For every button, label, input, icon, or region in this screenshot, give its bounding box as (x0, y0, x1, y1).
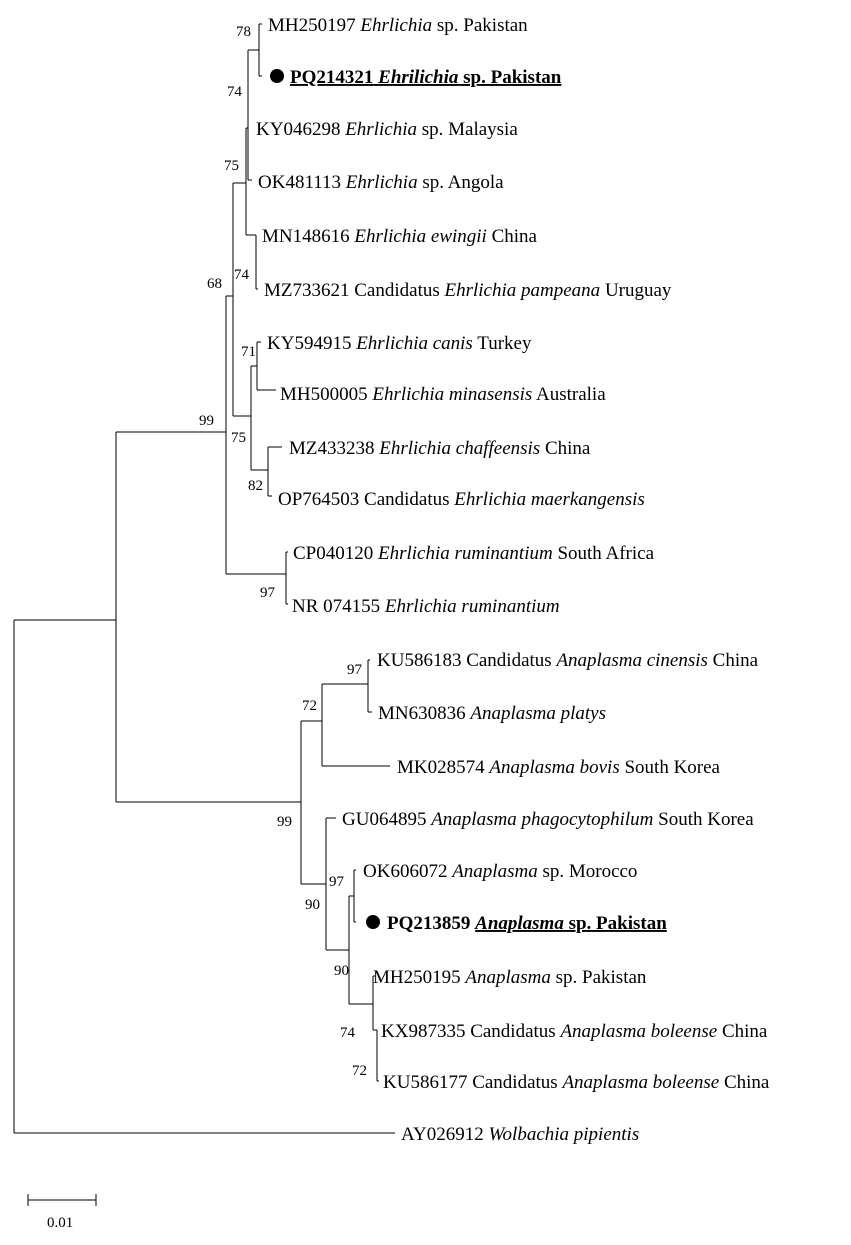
bootstrap-value: 90 (334, 963, 349, 979)
bootstrap-value: 97 (347, 662, 363, 678)
bootstrap-value: 74 (227, 84, 243, 100)
bootstrap-value: 97 (329, 874, 345, 890)
bootstrap-value: 97 (260, 585, 276, 601)
taxon-label: CP040120 Ehrlichia ruminantium South Afr… (293, 543, 655, 564)
taxon-label: MZ733621 Candidatus Ehrlichia pampeana U… (264, 280, 672, 301)
bootstrap-value: 74 (340, 1025, 356, 1041)
taxon-label: OK481113 Ehrlichia sp. Angola (258, 172, 504, 193)
bootstrap-value: 82 (248, 478, 263, 494)
scale-bar-line (27, 1194, 97, 1206)
taxon-label: MN148616 Ehrlichia ewingii China (262, 226, 538, 247)
highlight-dot-icon (270, 69, 284, 83)
taxon-label: MN630836 Anaplasma platys (378, 703, 606, 724)
bootstrap-value: 71 (241, 344, 256, 360)
bootstrap-value: 74 (234, 267, 250, 283)
bootstrap-values: 78 74 75 74 68 71 75 82 99 97 97 72 99 9… (199, 24, 367, 1079)
bootstrap-value: 68 (207, 276, 222, 292)
bootstrap-value: 99 (199, 413, 214, 429)
taxon-label: NR 074155 Ehrlichia ruminantium (292, 596, 560, 617)
bootstrap-value: 72 (352, 1063, 367, 1079)
bootstrap-value: 90 (305, 897, 320, 913)
scale-bar-label: 0.01 (47, 1215, 73, 1231)
taxon-label: MK028574 Anaplasma bovis South Korea (397, 757, 721, 778)
taxon-label-highlighted: PQ214321 Ehrilichia sp. Pakistan (290, 67, 562, 88)
taxon-label: GU064895 Anaplasma phagocytophilum South… (342, 809, 754, 830)
tree-branches (13, 23, 395, 1134)
taxon-labels: MH250197 Ehrlichia sp. Pakistan PQ214321… (256, 15, 770, 1145)
scale-bar: 0.01 (27, 1194, 97, 1231)
taxon-label: KY594915 Ehrlichia canis Turkey (267, 333, 532, 354)
bootstrap-value: 72 (302, 698, 317, 714)
taxon-label: OP764503 Candidatus Ehrlichia maerkangen… (278, 489, 645, 510)
taxon-label: KY046298 Ehrlichia sp. Malaysia (256, 119, 518, 140)
bootstrap-value: 78 (236, 24, 251, 40)
taxon-label: MZ433238 Ehrlichia chaffeensis China (289, 438, 591, 459)
taxon-label: MH500005 Ehrlichia minasensis Australia (280, 384, 606, 405)
bootstrap-value: 99 (277, 814, 292, 830)
bootstrap-value: 75 (231, 430, 246, 446)
taxon-label: OK606072 Anaplasma sp. Morocco (363, 861, 637, 882)
highlight-dot-icon (366, 915, 380, 929)
taxon-label-highlighted: PQ213859 Anaplasma sp. Pakistan (387, 913, 667, 934)
taxon-label: KU586183 Candidatus Anaplasma cinensis C… (377, 650, 759, 671)
taxon-label: MH250197 Ehrlichia sp. Pakistan (268, 15, 528, 36)
bootstrap-value: 75 (224, 158, 239, 174)
taxon-label: KU586177 Candidatus Anaplasma boleense C… (383, 1072, 770, 1093)
taxon-label: AY026912 Wolbachia pipientis (401, 1124, 639, 1145)
taxon-label: MH250195 Anaplasma sp. Pakistan (373, 967, 647, 988)
taxon-label: KX987335 Candidatus Anaplasma boleense C… (381, 1021, 768, 1042)
